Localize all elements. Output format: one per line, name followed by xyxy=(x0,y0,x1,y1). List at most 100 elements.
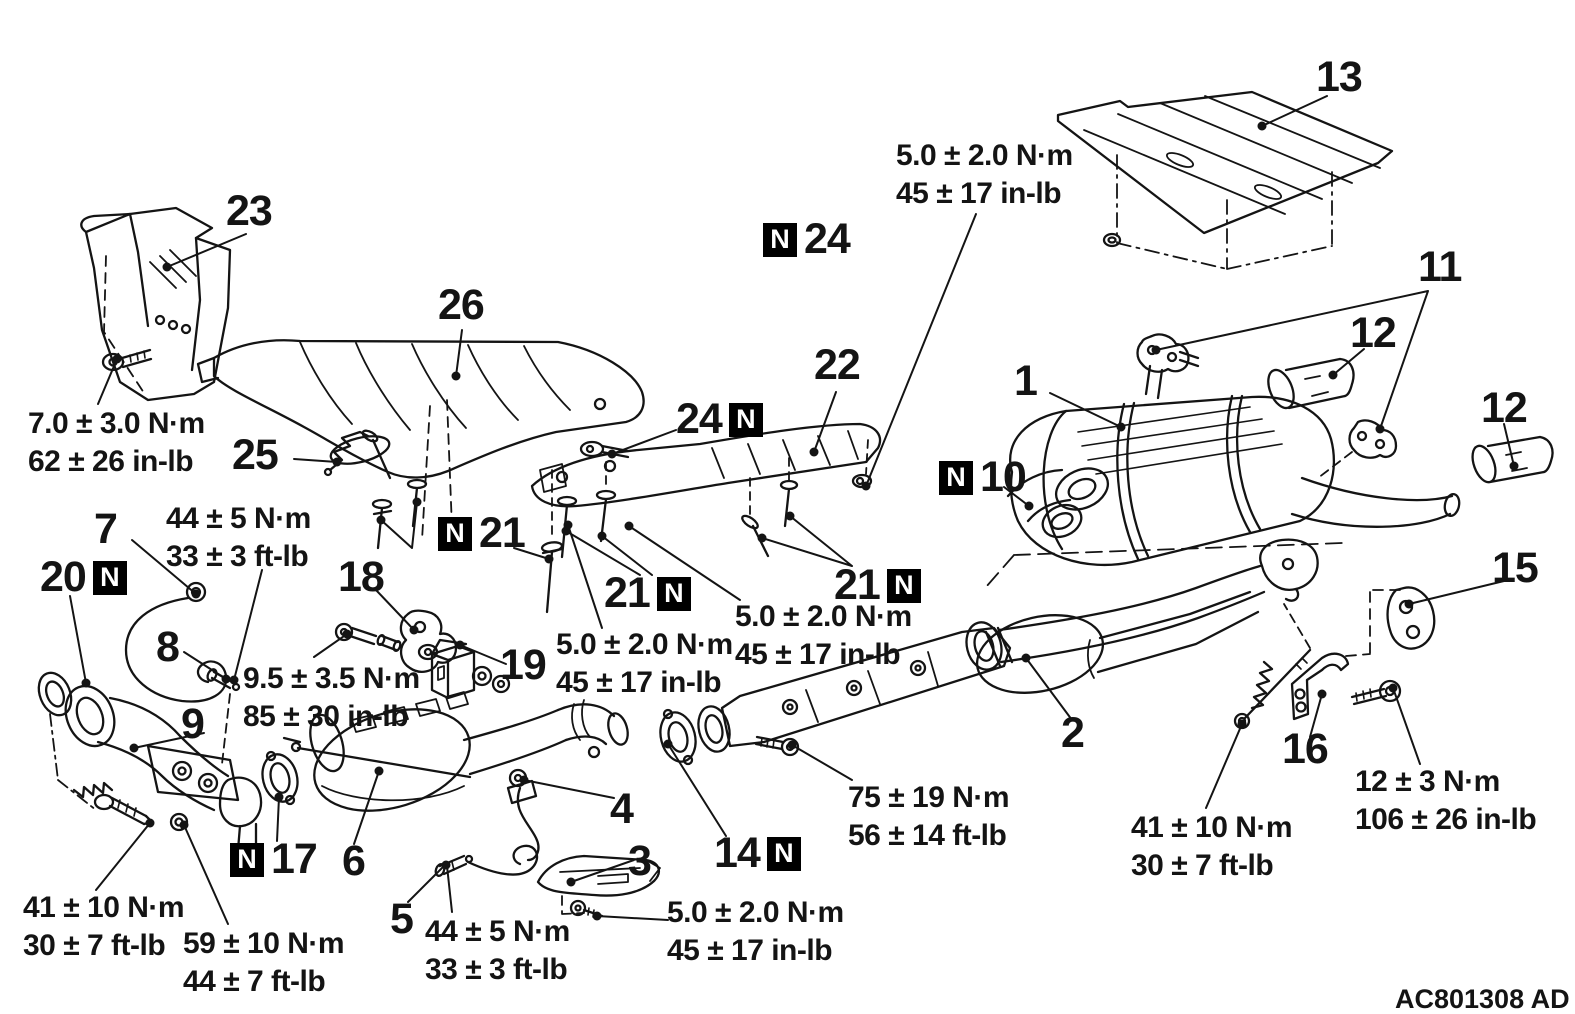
callout-21-number: 21 xyxy=(604,569,651,617)
callout-12: 12 xyxy=(1350,309,1397,357)
callout-13: 13 xyxy=(1316,53,1363,101)
torque-metric: 59 ± 10 N·m xyxy=(183,927,345,960)
torque-metric: 44 ± 5 N·m xyxy=(425,915,570,948)
torque-metric: 9.5 ± 3.5 N·m xyxy=(243,662,420,695)
catalytic-converter-2-illustration xyxy=(975,614,1105,694)
callout-3: 3 xyxy=(628,837,652,885)
callout-2: 2 xyxy=(1061,709,1085,757)
callout-14-number: 14 xyxy=(714,829,761,877)
callout-4: 4 xyxy=(610,785,634,833)
torque-metric: 5.0 ± 2.0 N·m xyxy=(735,600,912,633)
callout-24-reuse: N 24 xyxy=(763,215,851,263)
callout-21-left: N 21 xyxy=(438,509,526,557)
torque-imperial: 56 ± 14 ft-lb xyxy=(848,819,1007,852)
callout-22: 22 xyxy=(814,341,861,389)
torque-imperial: 106 ± 26 in-lb xyxy=(1355,803,1537,836)
torque-spec-o2-sensor-upper: 44 ± 5 N·m 33 ± 3 ft-lb xyxy=(166,500,311,576)
torque-spec-clip-center: 5.0 ± 2.0 N·m 45 ± 17 in-lb xyxy=(556,626,733,702)
bracket-23-illustration xyxy=(80,206,232,402)
gasket-20-illustration xyxy=(37,671,73,717)
torque-imperial: 45 ± 17 in-lb xyxy=(556,666,722,699)
callout-17-number: 17 xyxy=(271,835,318,883)
center-pipe-illustration xyxy=(659,590,1260,766)
torque-imperial: 85 ± 30 in-lb xyxy=(243,700,409,733)
n-badge: N xyxy=(438,516,472,551)
n-badge: N xyxy=(886,568,921,603)
callout-20-number: 20 xyxy=(40,553,87,601)
callout-11: 11 xyxy=(1418,243,1462,291)
torque-spec-flange-nut: 59 ± 10 N·m 44 ± 7 ft-lb xyxy=(183,925,345,1001)
torque-metric: 5.0 ± 2.0 N·m xyxy=(556,628,733,661)
torque-spec-spring-bolt-right: 41 ± 10 N·m 30 ± 7 ft-lb xyxy=(1131,809,1293,885)
callout-14: 14 N xyxy=(714,832,801,875)
torque-spec-bracket-bolt: 12 ± 3 N·m 106 ± 26 in-lb xyxy=(1355,763,1537,839)
callout-24-number: 24 xyxy=(676,395,723,443)
torque-imperial: 45 ± 17 in-lb xyxy=(896,177,1062,210)
callout-24-number: 24 xyxy=(804,215,851,263)
torque-spec-shield-bolt: 7.0 ± 3.0 N·m 62 ± 26 in-lb xyxy=(28,405,205,481)
torque-metric: 44 ± 5 N·m xyxy=(166,502,311,535)
tail-pipe-illustration xyxy=(965,538,1436,730)
torque-imperial: 45 ± 17 in-lb xyxy=(735,638,901,671)
catalytic-converter-6-illustration xyxy=(313,708,471,812)
callout-12b: 12 xyxy=(1481,384,1528,432)
callout-18: 18 xyxy=(338,553,385,601)
callout-16: 16 xyxy=(1282,725,1329,773)
torque-metric: 41 ± 10 N·m xyxy=(1131,811,1293,844)
callout-1: 1 xyxy=(1014,357,1038,405)
front-pipe-illustration xyxy=(37,581,661,918)
n-badge: N xyxy=(939,460,973,495)
torque-metric: 7.0 ± 3.0 N·m xyxy=(28,407,205,440)
gasket-14-illustration xyxy=(659,711,697,763)
callout-26: 26 xyxy=(438,281,485,329)
muffler-illustration xyxy=(985,333,1554,588)
torque-metric: 5.0 ± 2.0 N·m xyxy=(896,139,1073,172)
callout-10: N 10 xyxy=(939,453,1027,501)
torque-spec-spring-bolt-left: 41 ± 10 N·m 30 ± 7 ft-lb xyxy=(23,889,185,965)
callout-5: 5 xyxy=(390,895,414,943)
callout-25: 25 xyxy=(232,431,279,479)
hanger-15-illustration xyxy=(1386,586,1436,650)
torque-spec-clip-bottom: 5.0 ± 2.0 N·m 45 ± 17 in-lb xyxy=(667,894,844,970)
exhaust-tip-12b-illustration xyxy=(1471,444,1497,484)
n-badge: N xyxy=(92,560,127,595)
torque-imperial: 33 ± 3 ft-lb xyxy=(166,540,309,573)
torque-imperial: 62 ± 26 in-lb xyxy=(28,445,194,478)
torque-spec-flange-bolt: 75 ± 19 N·m 56 ± 14 ft-lb xyxy=(848,779,1010,855)
callout-8: 8 xyxy=(156,623,180,671)
callout-20: 20 N xyxy=(40,556,127,599)
torque-metric: 12 ± 3 N·m xyxy=(1355,765,1500,798)
callout-10-number: 10 xyxy=(980,453,1027,501)
callout-6: 6 xyxy=(342,837,366,885)
n-badge: N xyxy=(728,402,763,437)
callout-9: 9 xyxy=(181,700,205,748)
n-badge: N xyxy=(656,576,691,611)
bracket-3-illustration xyxy=(536,854,660,897)
exhaust-tip-12-illustration xyxy=(1267,368,1295,410)
torque-spec-shield-clip-top: 5.0 ± 2.0 N·m 45 ± 17 in-lb xyxy=(896,137,1073,213)
torque-imperial: 45 ± 17 in-lb xyxy=(667,934,833,967)
n-badge: N xyxy=(230,842,264,877)
torque-metric: 5.0 ± 2.0 N·m xyxy=(667,896,844,929)
callout-21-right: 21 N xyxy=(834,564,921,607)
torque-imperial: 30 ± 7 ft-lb xyxy=(1131,849,1274,882)
torque-spec-o2-sensor-lower: 44 ± 5 N·m 33 ± 3 ft-lb xyxy=(425,913,570,989)
gasket-10-illustration xyxy=(1041,503,1083,539)
torque-imperial: 30 ± 7 ft-lb xyxy=(23,929,166,962)
hanger-11-rear-illustration xyxy=(1348,419,1398,459)
callout-17: N 17 xyxy=(230,835,318,883)
torque-imperial: 44 ± 7 ft-lb xyxy=(183,965,326,998)
callout-21-number: 21 xyxy=(479,509,526,557)
torque-metric: 75 ± 19 N·m xyxy=(848,781,1010,814)
callout-7: 7 xyxy=(94,505,118,553)
callout-23: 23 xyxy=(226,187,273,235)
drawing-code: AC801308 AD xyxy=(1395,984,1570,1014)
callout-21-center: 21 N xyxy=(604,572,691,615)
leader-dots xyxy=(81,121,1519,921)
leader-lines xyxy=(69,95,1515,925)
torque-spec-clip-right: 5.0 ± 2.0 N·m 45 ± 17 in-lb xyxy=(735,598,912,674)
heat-shield-26-illustration xyxy=(196,339,645,550)
callout-19: 19 xyxy=(500,641,547,689)
callout-21-number: 21 xyxy=(834,561,881,609)
